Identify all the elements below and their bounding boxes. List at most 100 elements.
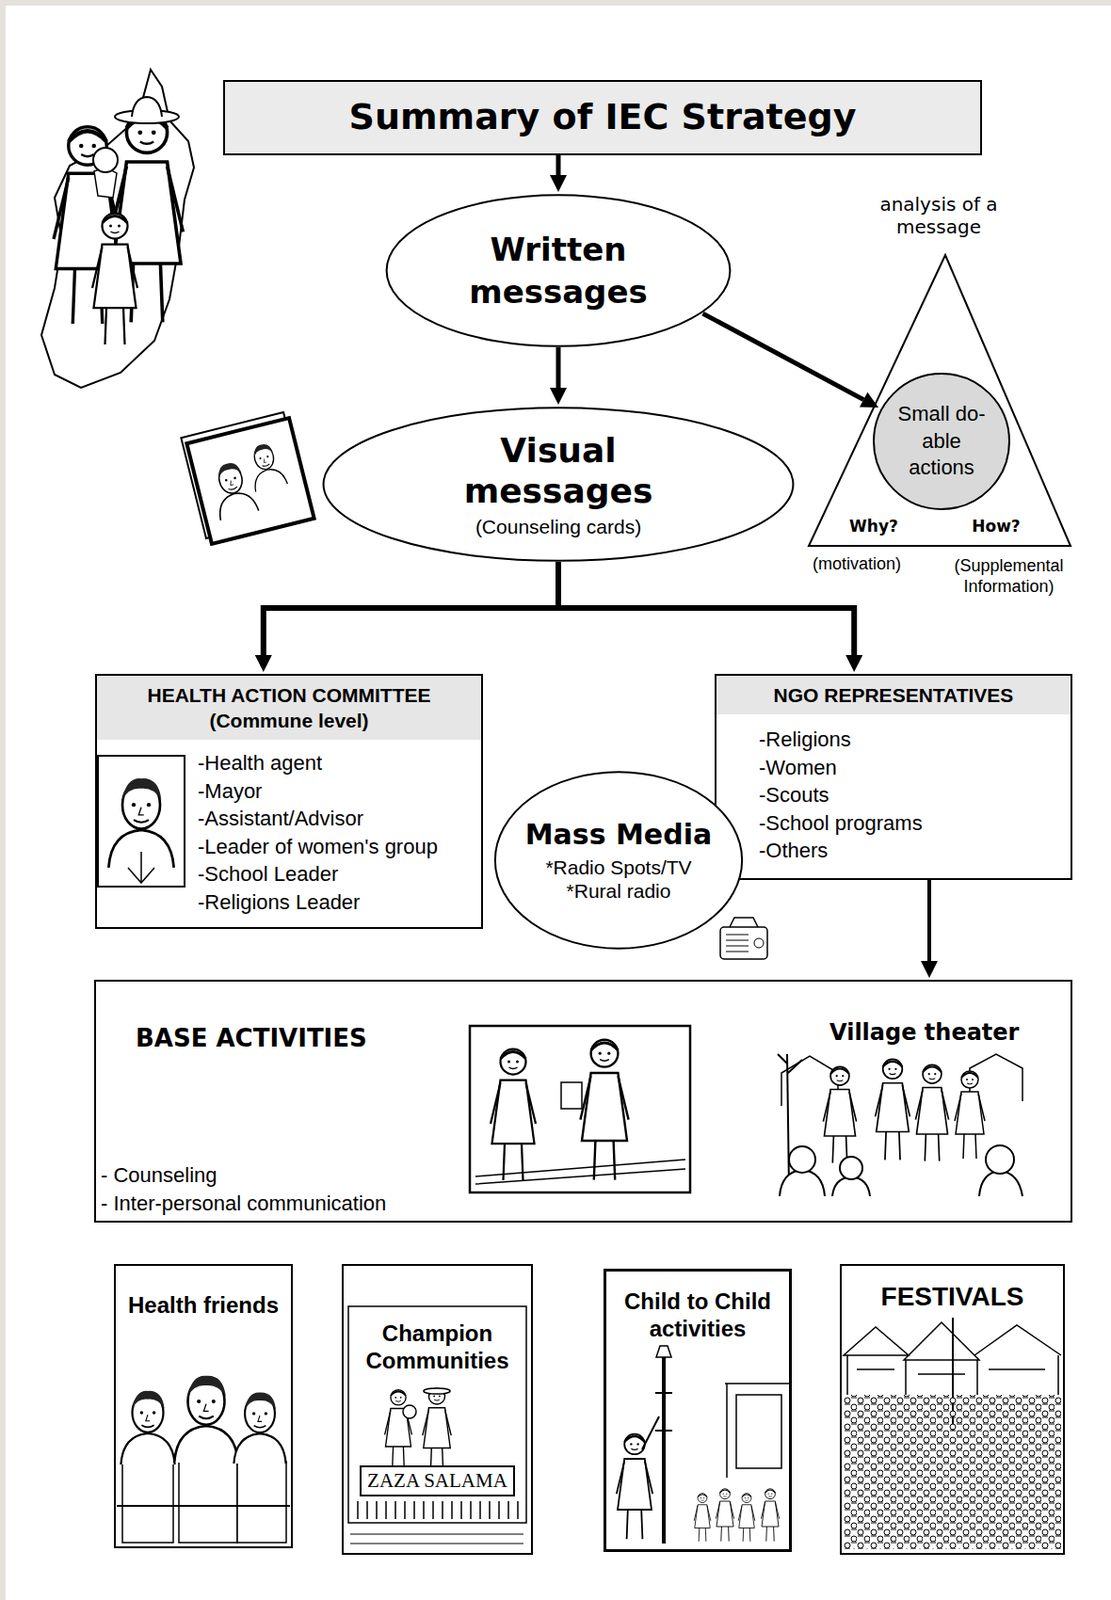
- child-to-child-illustration: [760, 1489, 779, 1543]
- festival-illustration: [843, 1318, 1062, 1550]
- child-to-child-illustration: [616, 1434, 653, 1541]
- radio-icon: [720, 927, 768, 960]
- health-friends-illustration: [174, 1376, 239, 1464]
- flow-arrow: [927, 880, 932, 962]
- activity-text: Village theater: [825, 1019, 1023, 1047]
- action-circle: Small do-able actions: [872, 372, 1011, 511]
- media-text: *Radio Spots/TV: [545, 855, 692, 880]
- champion-illustration: [357, 1501, 518, 1520]
- health-friends-illustration: [122, 1462, 174, 1544]
- counseling-scene: [475, 1159, 686, 1185]
- village-theater-scene: [875, 1059, 911, 1160]
- health-friends-illustration: [116, 1376, 290, 1544]
- village-theater-scene: [822, 1066, 856, 1163]
- ngo-box: NGO REPRESENTATIVES-Religions-Women-Scou…: [714, 674, 1073, 881]
- circle-text: Small do-able actions: [892, 401, 991, 483]
- triangle-text: Why?: [845, 516, 902, 536]
- portrait-illustration: [97, 756, 185, 887]
- message-ellipse: Visual messages(Counseling cards): [320, 406, 797, 563]
- village-theater-scene: [985, 1145, 1015, 1175]
- counseling-scene: [490, 1049, 536, 1182]
- message-ellipse: Written messages: [384, 193, 733, 348]
- analysis-triangle-shape: [808, 255, 1071, 547]
- ellipse-text: Written messages: [450, 228, 667, 312]
- flow-arrow: [558, 562, 854, 656]
- list-item: -Religions Leader: [96, 888, 482, 918]
- activity-text: BASE ACTIVITIES: [135, 1024, 368, 1054]
- radio-icon: [725, 934, 749, 952]
- media-text: Mass Media: [525, 818, 712, 853]
- committee-box: HEALTH ACTION COMMITTEE(Commune level)-H…: [95, 674, 484, 930]
- child-to-child-illustration: [655, 1393, 673, 1432]
- list-item: -Assistant/Advisor: [96, 805, 482, 834]
- list-item: -Leader of women's group: [96, 833, 482, 862]
- list-item: NGO REPRESENTATIVES: [716, 676, 1071, 715]
- list-item: HEALTH ACTION COMMITTEE: [96, 676, 482, 709]
- counseling-card-illustration: [208, 459, 259, 521]
- child-to-child-illustration: [715, 1489, 734, 1543]
- triangle-text: analysis of a message: [853, 193, 1024, 239]
- champion-illustration: [385, 1390, 413, 1470]
- message-ellipse-shape: [386, 194, 731, 347]
- counseling-card-illustration: [186, 418, 314, 545]
- village-theater-scene: [779, 1170, 825, 1197]
- activities-box: BASE ACTIVITIES- Counseling- Inter-perso…: [94, 980, 1073, 1224]
- family-illustration: [93, 147, 118, 173]
- activity-text: - Counseling: [100, 1163, 218, 1189]
- village-theater-scene: [979, 1171, 1023, 1197]
- child-to-child-illustration: [642, 1416, 660, 1450]
- page-frame: [0, 0, 6, 1600]
- list-item: -Mayor: [96, 777, 482, 806]
- counseling-card-illustration: [180, 412, 314, 545]
- ellipse-text: Visual messages: [435, 430, 681, 512]
- radio-icon: [729, 917, 758, 928]
- list-item: -Religions: [716, 725, 1071, 755]
- village-theater-scene: [915, 1064, 949, 1161]
- portrait-illustration: [128, 852, 155, 884]
- portrait-illustration: [97, 756, 185, 887]
- media-ellipse-shape: [495, 772, 742, 949]
- child-to-child-illustration: [724, 1384, 789, 1479]
- family-illustration: [92, 213, 138, 346]
- village-theater-scene: [779, 1145, 1023, 1197]
- media-text: *Rural radio: [566, 879, 672, 903]
- health-friends-illustration: [116, 1505, 290, 1508]
- activity-panel: Child to Child activities: [603, 1269, 792, 1553]
- triangle-text: (Supplemental Information): [944, 556, 1074, 597]
- message-ellipse-shape: [323, 407, 794, 562]
- health-friends-illustration: [233, 1393, 286, 1465]
- radio-icon: [754, 938, 764, 949]
- counseling-scene: [469, 1026, 691, 1193]
- counseling-card-illustration: [244, 440, 288, 492]
- village-theater-scene: [777, 1054, 1023, 1197]
- festival-illustration: [843, 1395, 1062, 1550]
- list-item: -Health agent: [96, 749, 482, 778]
- family-illustration: [41, 69, 194, 388]
- list-item: -Scouts: [716, 781, 1071, 810]
- flow-arrow: [556, 155, 562, 176]
- panel-title: Health friends: [115, 1292, 291, 1321]
- panel-title: Child to Child activities: [606, 1288, 789, 1344]
- counseling-scene: [469, 1026, 691, 1193]
- radio-icon: [720, 917, 768, 960]
- family-illustration: [41, 69, 194, 388]
- message-ellipse-outline: [384, 193, 733, 348]
- panel-title: ZAZA SALAMA: [359, 1465, 516, 1498]
- action-circle-shape: [873, 373, 1010, 510]
- champion-illustration: [350, 1534, 524, 1545]
- media-ellipse: Mass Media*Radio Spots/TV*Rural radio: [493, 771, 744, 950]
- village-theater-scene: [788, 1146, 816, 1174]
- child-to-child-illustration: [661, 1357, 666, 1545]
- analysis-triangle: analysis of a messageWhy?How?(motivation…: [805, 193, 1074, 594]
- panel-title: Champion Communities: [343, 1320, 532, 1376]
- family-illustration: [94, 168, 117, 198]
- flow-arrow: [703, 313, 865, 401]
- activity-panel: Champion CommunitiesZAZA SALAMA: [341, 1264, 533, 1556]
- panel-title: FESTIVALS: [841, 1281, 1063, 1314]
- champion-illustration: [402, 1405, 417, 1419]
- flow-arrow: [556, 347, 562, 388]
- title-box: Summary of IEC Strategy: [223, 80, 983, 156]
- health-friends-illustration: [120, 1391, 175, 1466]
- list-item: -School programs: [716, 809, 1071, 838]
